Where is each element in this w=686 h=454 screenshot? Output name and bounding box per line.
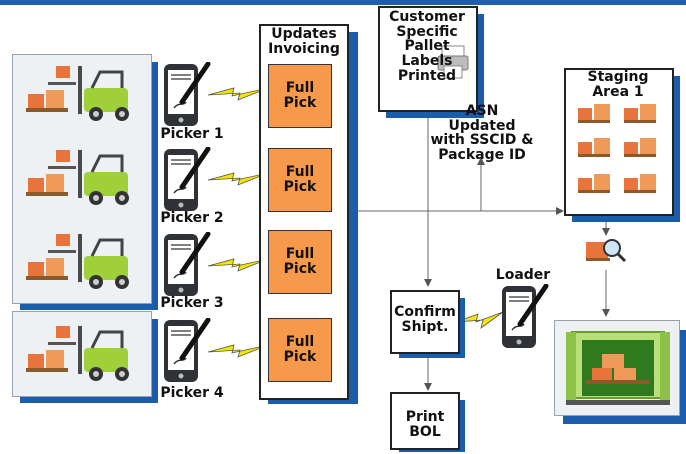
picker-label: Picker 2 [160, 210, 224, 226]
picker-label: Picker 1 [160, 126, 224, 142]
print-bol-label: Print BOL [405, 409, 445, 440]
picker-label: Picker 3 [160, 295, 224, 311]
handheld-scanner-icon [162, 318, 212, 384]
handheld-scanner-icon [162, 232, 212, 298]
picker-label: Picker 4 [160, 385, 224, 401]
full-pick-box: Full Pick [268, 148, 332, 212]
pallet-boxes-icon [578, 104, 656, 193]
magnifier-inspection-icon [586, 239, 627, 263]
truck-container-icon [566, 331, 670, 405]
print-bol-box [390, 392, 460, 450]
confirm-shipment-label: Confirm Shipt. [394, 304, 456, 335]
label-printer-icon [437, 45, 469, 79]
handheld-scanner-icon [162, 147, 212, 213]
forklift-icon [24, 64, 131, 123]
forklift-icon [24, 148, 131, 207]
confirm-shipment-box [390, 290, 460, 354]
forklift-icon [24, 232, 131, 291]
full-pick-box: Full Pick [268, 230, 332, 294]
top-accent-bar [0, 0, 686, 5]
full-pick-box: Full Pick [268, 318, 332, 382]
full-pick-box: Full Pick [268, 64, 332, 128]
handheld-scanner-icon [162, 62, 212, 128]
staging-area-title: Staging Area 1 [587, 69, 649, 100]
asn-update-text: ASN Updated with SSCID & Package ID [430, 103, 534, 164]
updates-invoicing-title: Updates Invoicing [268, 26, 340, 57]
forklift-icon [24, 324, 131, 383]
customer-labels-title: Customer Specific Pallet Labels Printed [389, 9, 465, 84]
loader-label: Loader [495, 267, 551, 283]
handheld-scanner-icon [500, 284, 550, 350]
